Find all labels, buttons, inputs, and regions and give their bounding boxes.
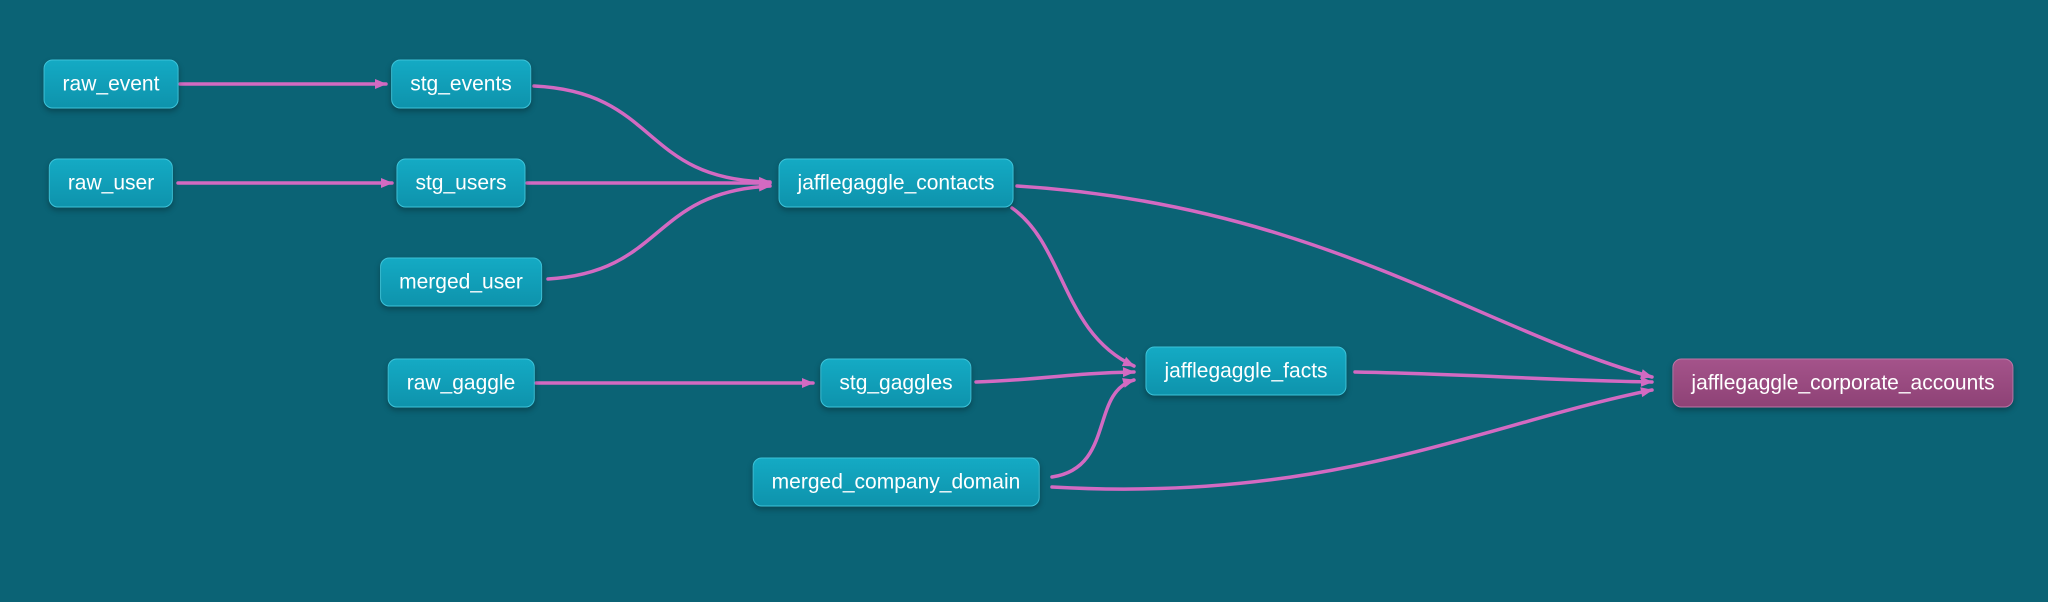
node-stg_users[interactable]: stg_users bbox=[396, 158, 526, 208]
edge-jafflegaggle_contacts-jafflegaggle_facts bbox=[1010, 206, 1136, 368]
edge-stg_gaggles-jafflegaggle_facts bbox=[974, 367, 1136, 384]
edge-merged_user-jafflegaggle_contacts bbox=[546, 181, 772, 281]
node-raw_gaggle[interactable]: raw_gaggle bbox=[387, 358, 535, 408]
node-merged_company_domain[interactable]: merged_company_domain bbox=[752, 457, 1040, 507]
node-merged_user[interactable]: merged_user bbox=[380, 257, 542, 307]
node-raw_event[interactable]: raw_event bbox=[43, 59, 179, 109]
edge-merged_company_domain-jafflegaggle_corporate_accounts bbox=[1050, 387, 1654, 491]
node-stg_events[interactable]: stg_events bbox=[391, 59, 531, 109]
node-raw_user[interactable]: raw_user bbox=[48, 158, 174, 208]
node-jafflegaggle_corporate_accounts[interactable]: jafflegaggle_corporate_accounts bbox=[1672, 358, 2014, 408]
node-jafflegaggle_facts[interactable]: jafflegaggle_facts bbox=[1145, 346, 1347, 396]
node-stg_gaggles[interactable]: stg_gaggles bbox=[820, 358, 972, 408]
edge-stg_events-jafflegaggle_contacts bbox=[532, 84, 772, 187]
node-jafflegaggle_contacts[interactable]: jafflegaggle_contacts bbox=[778, 158, 1014, 208]
edge-merged_company_domain-jafflegaggle_facts bbox=[1050, 378, 1136, 479]
edge-jafflegaggle_facts-jafflegaggle_corporate_accounts bbox=[1353, 370, 1654, 387]
